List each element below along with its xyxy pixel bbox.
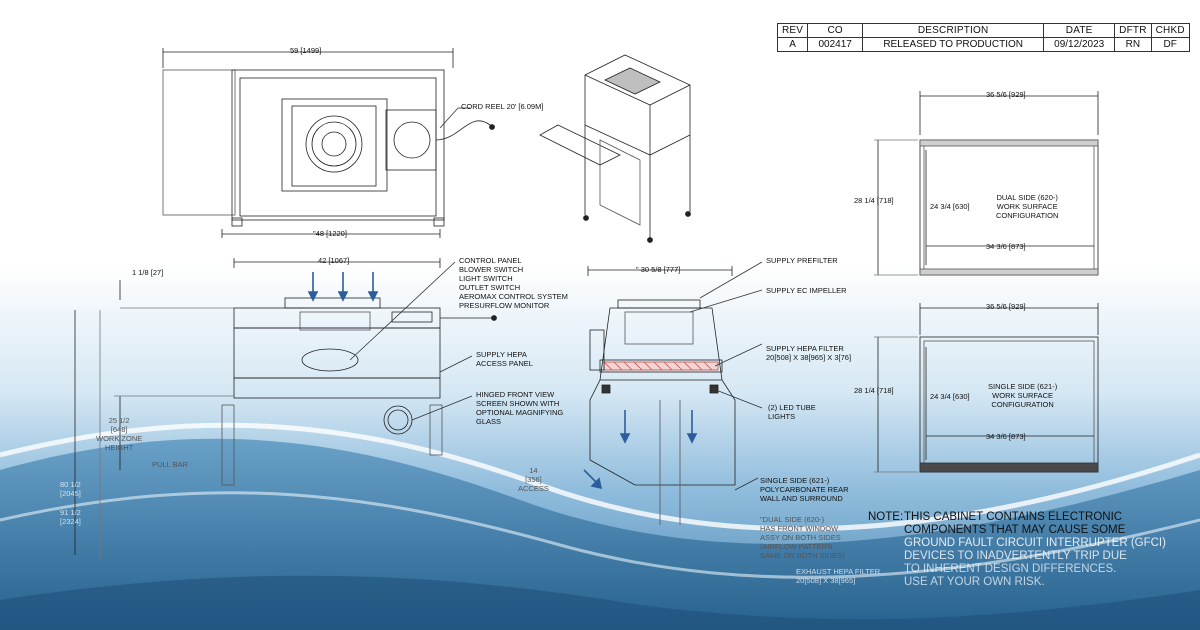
exhaust-filter-label: EXHAUST HEPA FILTER 20[508] X 38[965] xyxy=(796,567,881,585)
single-plan-inner-width: 34 3/6 [873] xyxy=(986,432,1026,441)
single-plan-inner-depth: 24 3/4 [630] xyxy=(930,392,970,401)
note-line: THIS CABINET CONTAINS ELECTRONIC xyxy=(904,511,1123,523)
max-height-dimension: 91 1/2 [2324] xyxy=(60,508,81,526)
pull-bar-label: PULL BAR xyxy=(152,460,188,469)
single-plan-width: 36 5/6 [929] xyxy=(986,302,1026,311)
side-depth-dimension: " 30 5/8 [777] xyxy=(636,265,681,274)
note-line: DEVICES TO INADVERTENTLY TRIP DUE xyxy=(904,550,1127,562)
dual-plan-width: 36 5/6 [929] xyxy=(986,90,1026,99)
rev-cell: A xyxy=(776,37,809,52)
co-cell: 002417 xyxy=(807,37,864,52)
dual-plan-caption: DUAL SIDE (620-) WORK SURFACE CONFIGURAT… xyxy=(996,193,1059,220)
dual-plan-inner-width: 34 3/6 [873] xyxy=(986,242,1026,251)
leader-lines xyxy=(349,107,763,491)
work-zone-dimension: 25 1/2 [648] WORK ZONE HEIGHT xyxy=(96,416,143,452)
dual-side-window-label: "DUAL SIDE (620-) HAS FRONT WINDOW ASSY … xyxy=(760,515,845,560)
dual-side-plan xyxy=(874,91,1099,276)
dftr-header: DFTR xyxy=(1114,23,1152,38)
supply-impeller-label: SUPPLY EC IMPELLER xyxy=(766,286,847,295)
side-view xyxy=(587,266,736,525)
chkd-header: CHKD xyxy=(1150,23,1190,38)
airflow-arrows xyxy=(307,272,698,490)
date-cell: 09/12/2023 xyxy=(1043,37,1116,52)
single-plan-depth: 28 1/4 [718] xyxy=(854,386,894,395)
led-lights-label: (2) LED TUBE LIGHTS xyxy=(768,403,816,421)
date-header: DATE xyxy=(1043,23,1116,38)
revision-row: A 002417 RELEASED TO PRODUCTION 09/12/20… xyxy=(776,37,1190,52)
dftr-cell: RN xyxy=(1114,37,1152,52)
description-cell: RELEASED TO PRODUCTION xyxy=(862,37,1045,52)
note-heading: NOTE: xyxy=(868,511,904,523)
control-panel-label: CONTROL PANEL BLOWER SWITCH LIGHT SWITCH… xyxy=(459,256,568,310)
front-view xyxy=(74,258,497,560)
supply-prefilter-label: SUPPLY PREFILTER xyxy=(766,256,838,265)
dual-plan-depth: 28 1/4 [718] xyxy=(854,196,894,205)
description-header: DESCRIPTION xyxy=(862,23,1045,38)
note-line: TO INHERENT DESIGN DIFFERENCES. xyxy=(904,563,1117,575)
access-dimension: 14 [356] ACCESS xyxy=(518,466,549,493)
revision-header-row: REV CO DESCRIPTION DATE DFTR CHKD xyxy=(776,23,1190,38)
front-width-dimension: 42 [1067] xyxy=(318,256,350,265)
chkd-cell: DF xyxy=(1150,37,1190,52)
base-width-dimension: "48 [1220] xyxy=(313,229,347,238)
access-panel-label: SUPPLY HEPA ACCESS PANEL xyxy=(476,350,533,368)
rev-header: REV xyxy=(776,23,809,38)
revision-table: REV CO DESCRIPTION DATE DFTR CHKD A 0024… xyxy=(776,23,1190,52)
single-plan-caption: SINGLE SIDE (621-) WORK SURFACE CONFIGUR… xyxy=(988,382,1058,409)
cord-reel-label: CORD REEL 20' [6.09M] xyxy=(461,102,544,111)
overall-height-dimension: 80 1/2 [2045] xyxy=(60,480,81,498)
single-side-plan xyxy=(874,303,1099,473)
top-view xyxy=(162,48,495,238)
co-header: CO xyxy=(807,23,864,38)
isometric-view xyxy=(539,54,691,243)
note-line: USE AT YOUR OWN RISK. xyxy=(904,576,1045,588)
note-line: GROUND FAULT CIRCUIT INTERRUPTER (GFCI) xyxy=(904,537,1166,549)
dual-plan-inner-depth: 24 3/4 [630] xyxy=(930,202,970,211)
supply-hepa-filter-label: SUPPLY HEPA FILTER 20[508] X 38[965] X 3… xyxy=(766,344,852,362)
note-line: COMPONENTS THAT MAY CAUSE SOME xyxy=(904,524,1126,536)
single-side-wall-label: SINGLE SIDE (621-) POLYCARBONATE REAR WA… xyxy=(760,476,849,503)
front-offset-dimension: 1 1/8 [27] xyxy=(132,268,164,277)
hinged-screen-label: HINGED FRONT VIEW SCREEN SHOWN WITH OPTI… xyxy=(476,390,564,426)
overall-width-dimension: 59 [1499] xyxy=(290,46,322,55)
